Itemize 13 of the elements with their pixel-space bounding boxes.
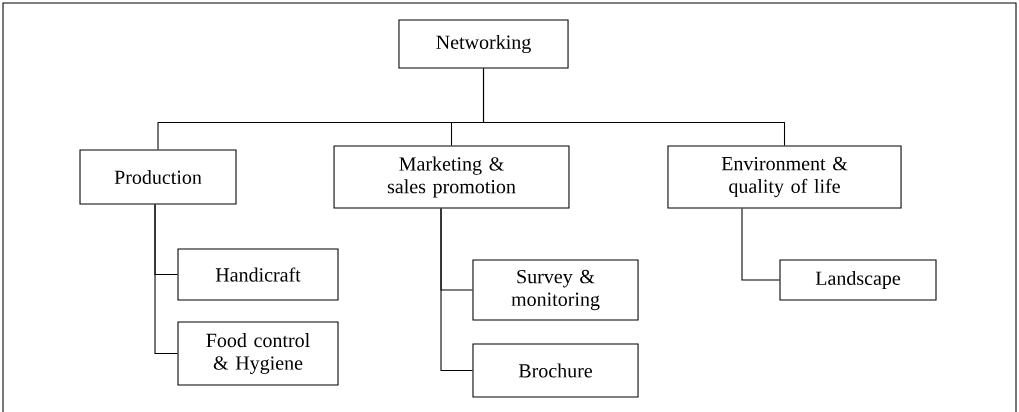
tree-box: Environment & quality of life [667, 145, 902, 209]
tree-box: Handicraft [177, 248, 339, 301]
connector-line [482, 68, 786, 146]
tree-box: Landscape [779, 259, 937, 301]
tree-box: Marketing & sales promotion [333, 145, 570, 209]
tree-box: Production [79, 149, 237, 205]
tree-box: Food control & Hygiene [177, 321, 339, 386]
tree-box: Networking [398, 19, 569, 69]
connector-line [154, 204, 178, 355]
tree-box: Survey & monitoring [472, 259, 639, 321]
connector-line [741, 208, 780, 281]
tree-box: Brochure [472, 343, 639, 398]
connector-line [440, 208, 473, 372]
